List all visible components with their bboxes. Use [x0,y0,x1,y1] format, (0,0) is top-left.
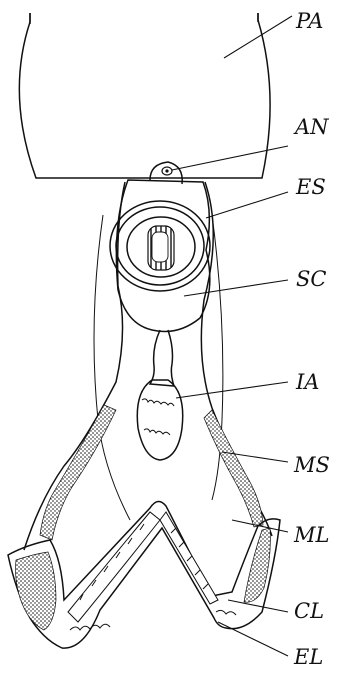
leader-an [172,146,288,170]
ia-lobe [137,380,182,460]
leader-el [218,622,288,656]
es-ring [110,201,210,291]
label-ms: MS [293,453,330,477]
leader-ia [176,382,288,398]
leader-cl [228,600,288,612]
label-es: ES [295,175,326,199]
leader-es [206,192,288,218]
ia-stem [150,330,174,386]
pa-segment [19,13,270,178]
label-ia: IA [295,370,319,394]
label-cl: CL [294,599,324,623]
labels: PA AN ES SC IA MS ML CL EL [293,9,330,669]
label-an: AN [293,115,329,139]
leader-sc [184,280,288,296]
label-el: EL [293,645,323,669]
label-sc: SC [296,267,326,291]
label-pa: PA [295,9,323,33]
label-ml: ML [293,523,329,547]
